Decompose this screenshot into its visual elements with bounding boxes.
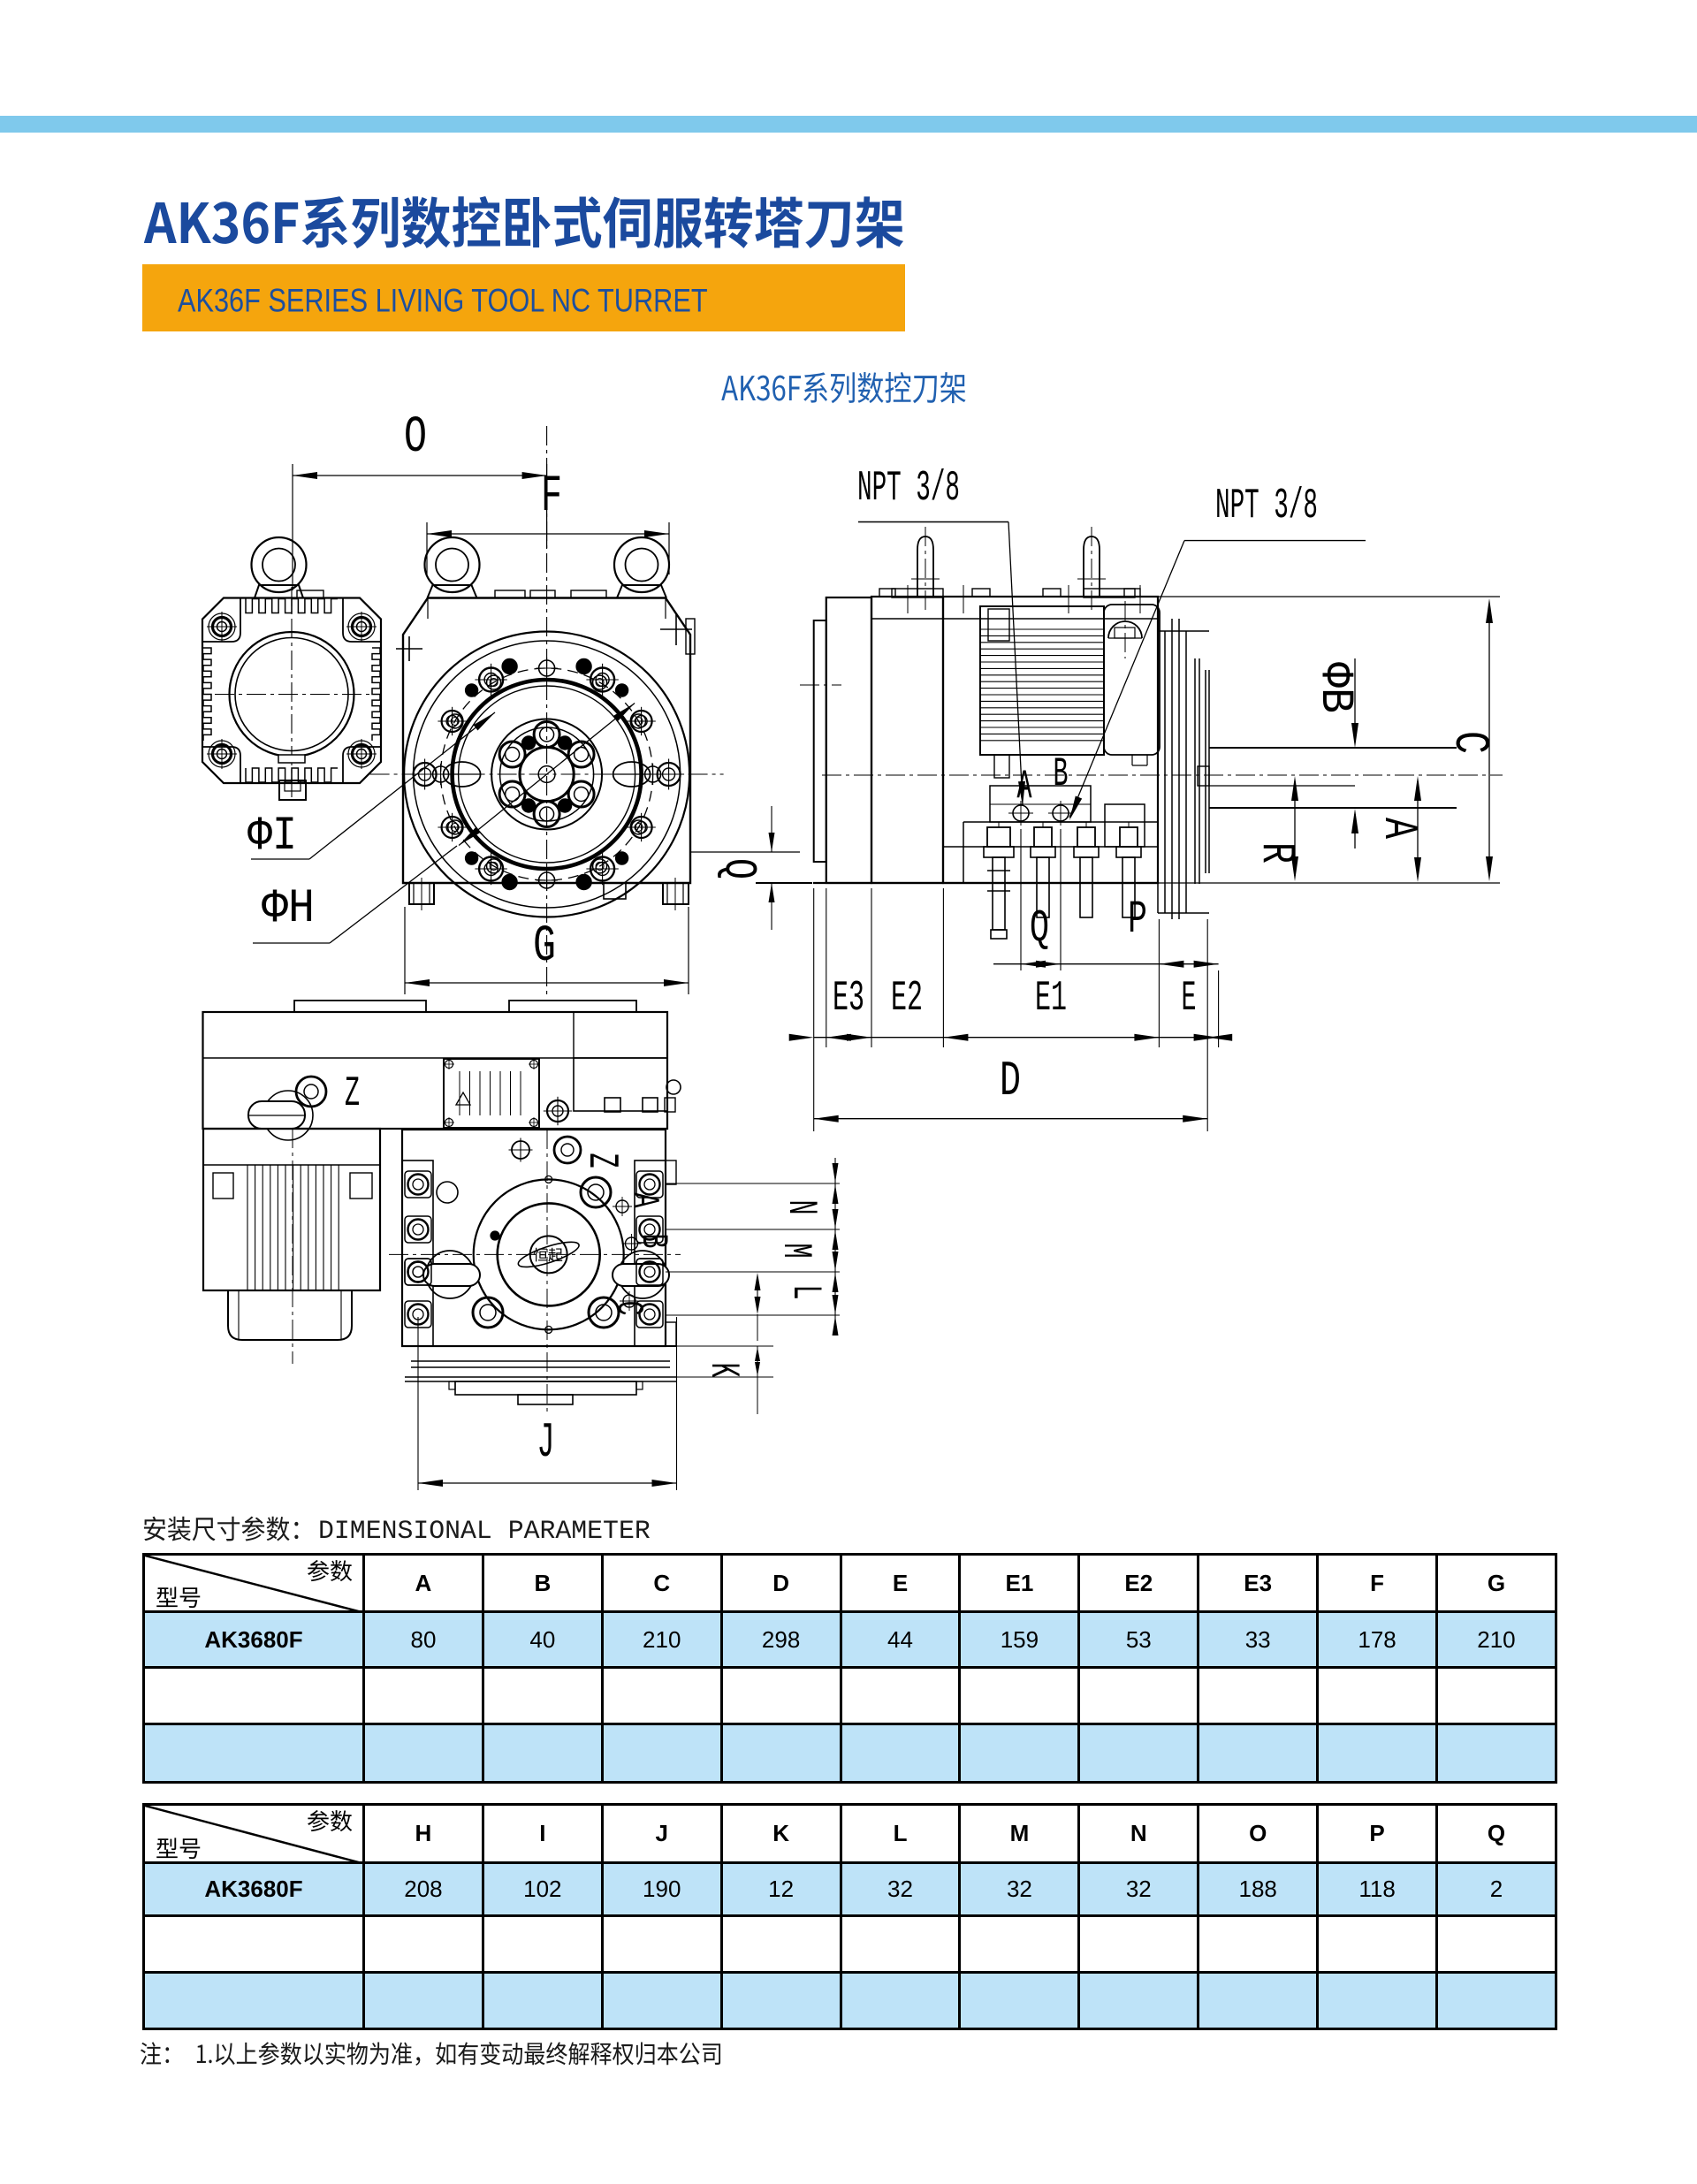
svg-text:E1: E1: [1035, 975, 1067, 1023]
svg-text:NPT 3/8: NPT 3/8: [857, 465, 960, 513]
svg-text:K: K: [700, 1363, 746, 1378]
svg-text:A: A: [623, 1193, 666, 1209]
svg-text:P: P: [1128, 894, 1147, 946]
svg-text:E: E: [1182, 975, 1197, 1023]
svg-text:ΦH: ΦH: [262, 882, 315, 936]
svg-text:C: C: [1442, 731, 1498, 754]
svg-text:R: R: [1249, 842, 1303, 864]
svg-text:N: N: [778, 1200, 824, 1215]
svg-text:NPT 3/8: NPT 3/8: [1215, 483, 1318, 530]
svg-text:DIMENSIONAL PARAMETER: DIMENSIONAL PARAMETER: [318, 1516, 651, 1546]
svg-text:Z: Z: [345, 1070, 360, 1118]
svg-text:B: B: [1054, 751, 1069, 797]
svg-text:O: O: [404, 409, 427, 467]
svg-text:Z: Z: [577, 1153, 625, 1168]
svg-text:Q: Q: [1030, 902, 1049, 955]
svg-text:J: J: [537, 1414, 555, 1471]
svg-text:E2: E2: [891, 975, 923, 1023]
svg-text:D: D: [1000, 1053, 1021, 1109]
svg-text:E3: E3: [833, 975, 864, 1023]
svg-text:A: A: [1371, 818, 1425, 839]
svg-text:ΦB: ΦB: [1309, 662, 1361, 713]
svg-text:L: L: [782, 1285, 828, 1300]
svg-text:G: G: [533, 918, 556, 976]
svg-text:C: C: [607, 1301, 650, 1316]
svg-text:F: F: [541, 468, 562, 526]
svg-text:M: M: [772, 1244, 818, 1259]
svg-text:Q: Q: [712, 858, 765, 879]
svg-text:ΦI: ΦI: [247, 810, 297, 864]
svg-text:B: B: [632, 1234, 674, 1249]
